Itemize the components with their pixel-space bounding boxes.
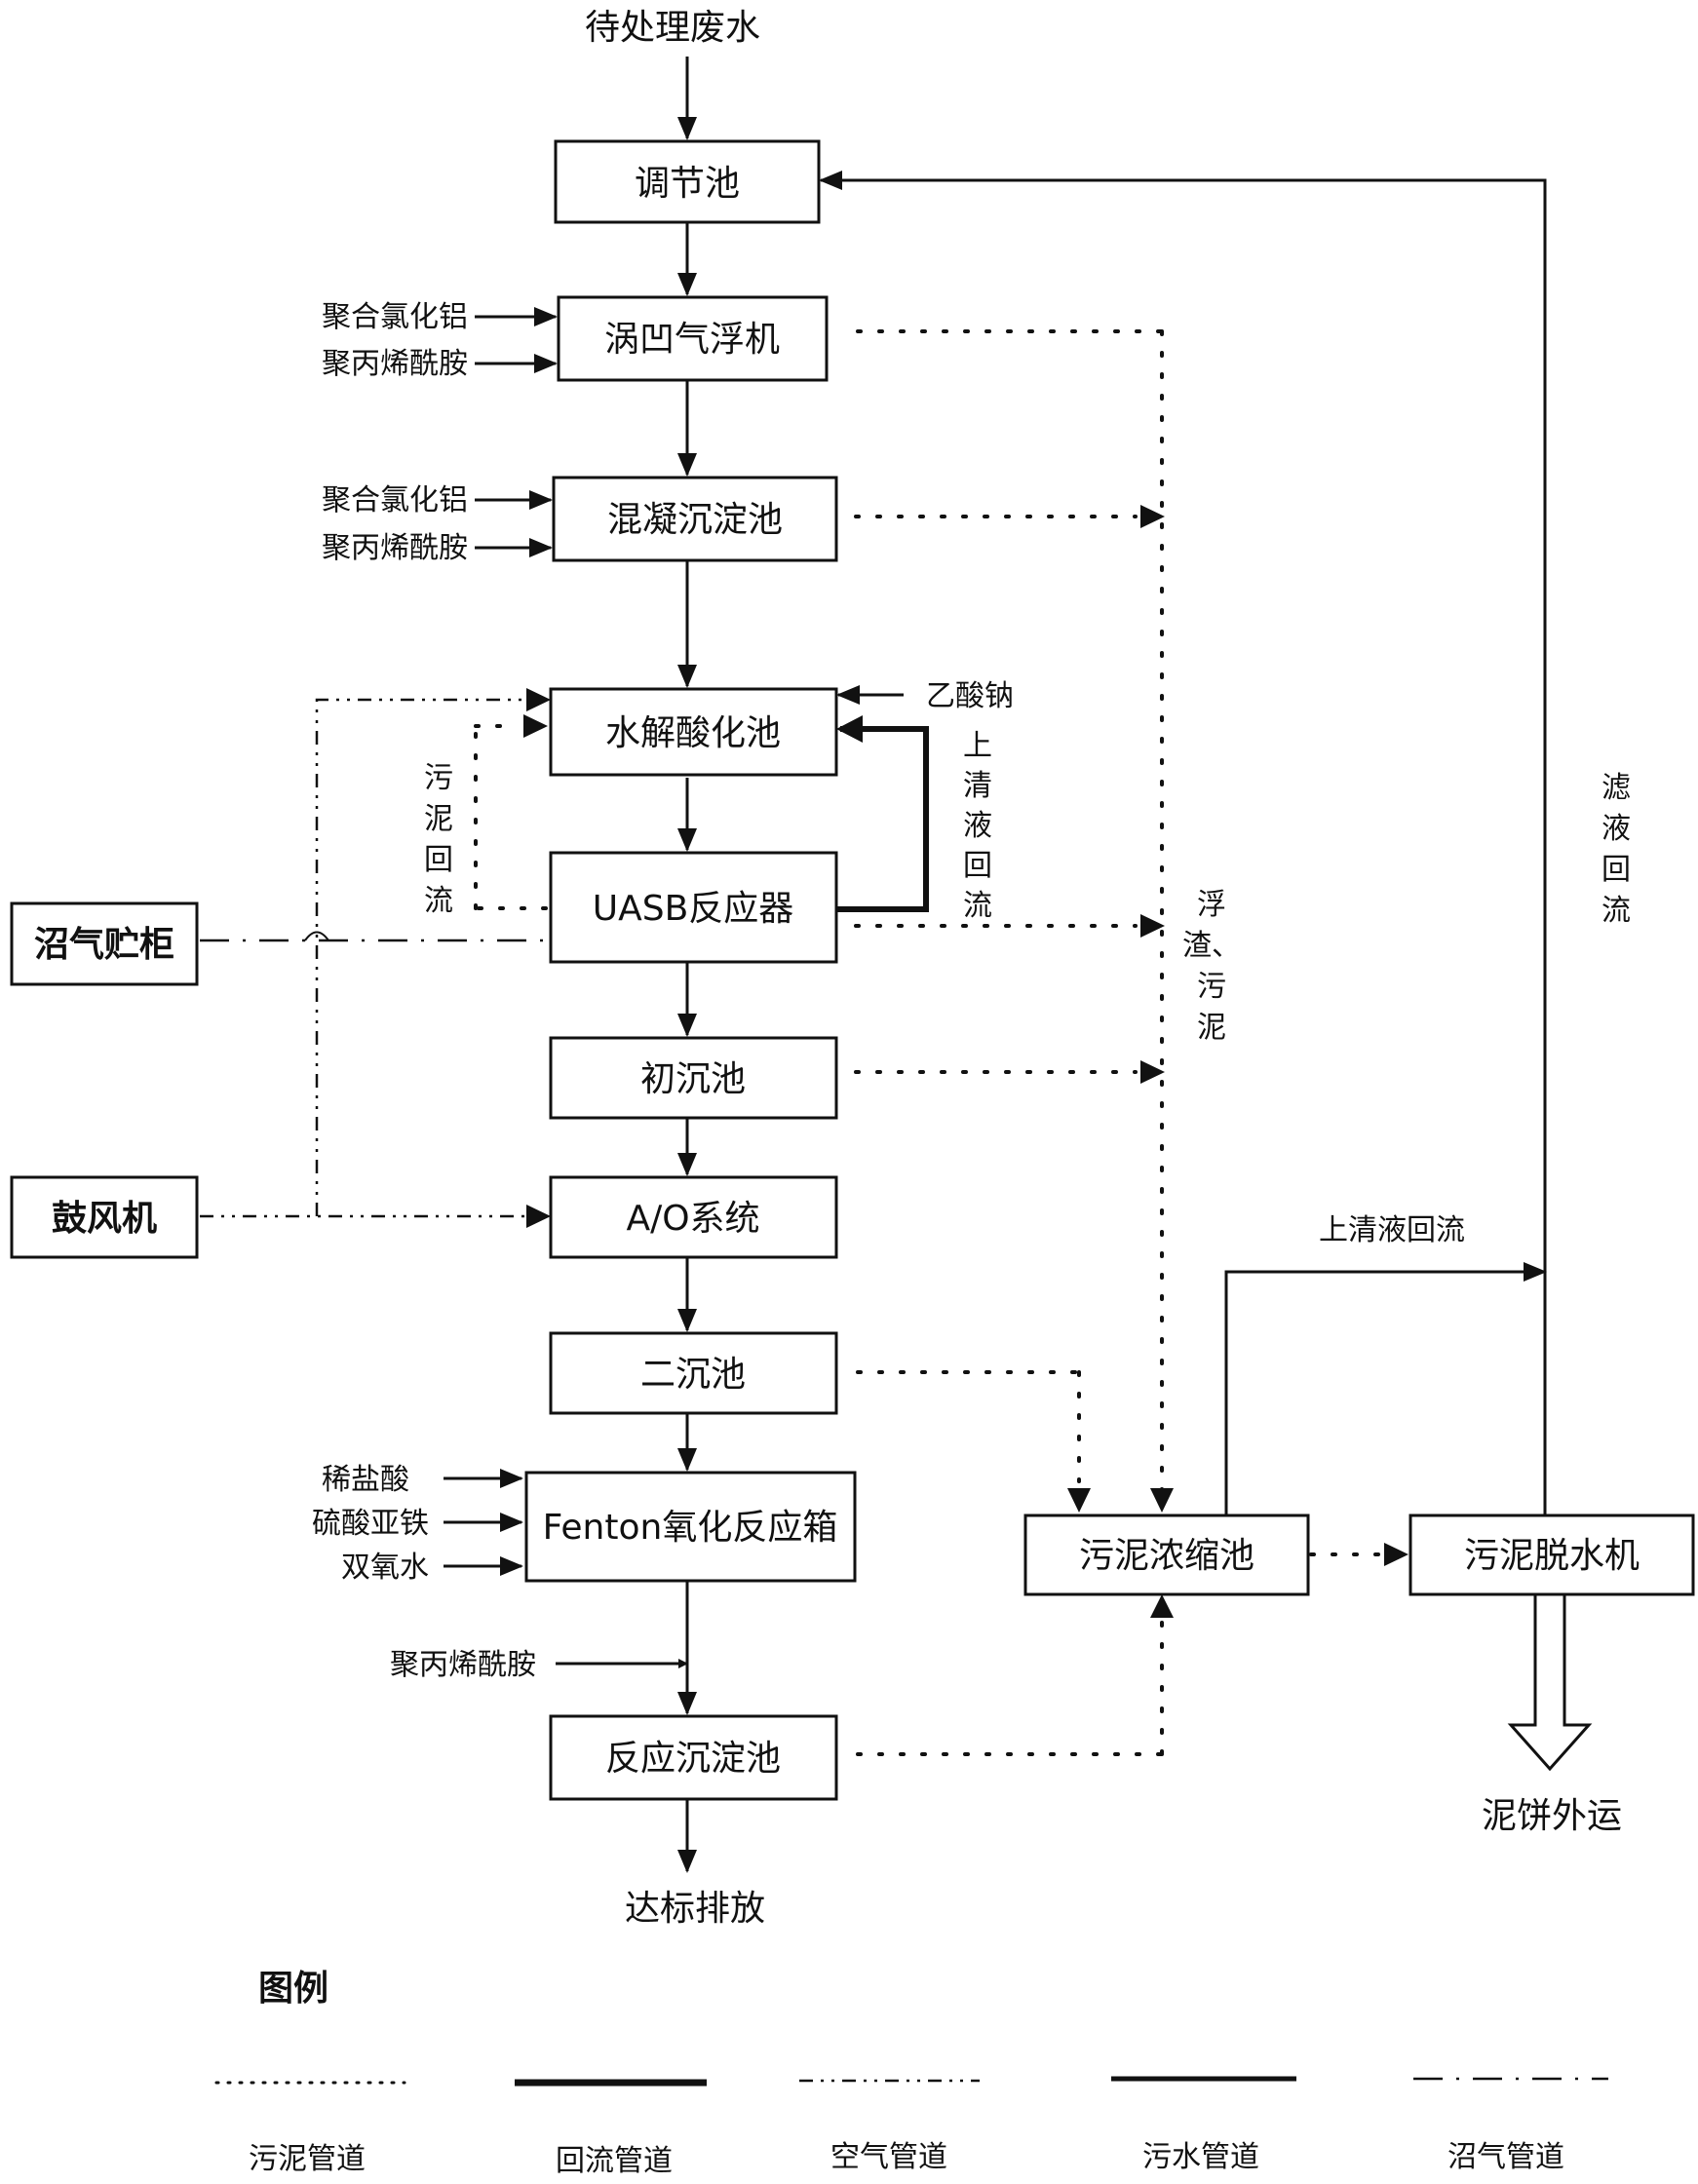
coag-sedimentation-box xyxy=(552,476,838,562)
svg-text:浮: 浮 xyxy=(1197,888,1226,922)
svg-text:污: 污 xyxy=(424,761,453,795)
legend-return-pipe-label: 回流管道 xyxy=(556,2144,673,2178)
pam-label-3: 聚丙烯酰胺 xyxy=(390,1648,536,1682)
svg-text:流: 流 xyxy=(1602,894,1631,928)
air-pipes xyxy=(200,698,526,1218)
svg-text:泥: 泥 xyxy=(424,802,453,836)
legend-air-pipe-label: 空气管道 xyxy=(830,2140,947,2174)
legend-sewage-pipe-label: 污水管道 xyxy=(1142,2140,1259,2174)
sludge-return-label: 污 泥 回 流 xyxy=(424,761,453,918)
equalization-tank-box xyxy=(554,139,821,224)
hydrolysis-tank-box xyxy=(549,687,838,777)
hcl-label: 稀盐酸 xyxy=(322,1463,409,1497)
hydrolysis-tank-label: 水解酸化池 xyxy=(605,713,781,753)
influent-label: 待处理废水 xyxy=(585,8,760,48)
sludge-cake-out-label: 泥饼外运 xyxy=(1482,1796,1622,1836)
supernatant-return-vertical-label: 上 清 液 回 流 xyxy=(963,729,992,923)
svg-text:流: 流 xyxy=(963,889,992,923)
thickener-supernatant-return-line xyxy=(1224,1262,1547,1517)
supernatant-return-line xyxy=(836,726,929,912)
sludge-thickener-label: 污泥浓缩池 xyxy=(1079,1536,1254,1576)
biogas-crossover-hop xyxy=(304,931,329,941)
sludge-dewatering-box xyxy=(1409,1513,1695,1596)
pam-label-2: 聚丙烯酰胺 xyxy=(322,531,468,565)
equalization-tank-label: 调节池 xyxy=(635,164,740,204)
primary-clarifier-box xyxy=(549,1036,838,1120)
pac-label-1: 聚合氯化铝 xyxy=(322,300,468,334)
reaction-sedimentation-label: 反应沉淀池 xyxy=(605,1739,781,1779)
ao-system-label: A/O系统 xyxy=(626,1199,759,1239)
supernatant-return-arrowhead xyxy=(836,715,863,743)
uasb-reactor-box xyxy=(549,851,838,964)
sludge-dewatering-label: 污泥脱水机 xyxy=(1464,1536,1640,1576)
fenton-reactor-label: Fenton氧化反应箱 xyxy=(543,1508,838,1548)
reaction-sedimentation-box xyxy=(549,1714,838,1801)
blower-label: 鼓风机 xyxy=(52,1199,157,1239)
primary-clarifier-label: 初沉池 xyxy=(640,1059,746,1099)
sodium-acetate-label: 乙酸钠 xyxy=(926,679,1014,713)
legend-biogas-pipe-label: 沼气管道 xyxy=(1447,2140,1564,2174)
legend-sludge-pipe-label: 污泥管道 xyxy=(249,2142,366,2176)
svg-text:回: 回 xyxy=(1602,853,1631,887)
svg-text:上: 上 xyxy=(963,729,992,763)
svg-text:污: 污 xyxy=(1197,970,1226,1004)
secondary-clarifier-box xyxy=(549,1331,838,1415)
fenton-reactor-box xyxy=(524,1471,857,1583)
legend: 图例 污泥管道 回流管道 空气管道 污水管道 沼气管道 xyxy=(214,1969,1608,2178)
svg-text:泥: 泥 xyxy=(1197,1011,1226,1045)
uasb-reactor-label: UASB反应器 xyxy=(593,889,794,929)
svg-text:回: 回 xyxy=(963,849,992,883)
dosing-arrows xyxy=(444,307,904,1668)
sludge-cake-hollow-arrow xyxy=(1507,1593,1593,1772)
svg-text:流: 流 xyxy=(424,884,453,918)
svg-text:滤: 滤 xyxy=(1602,771,1631,805)
filtrate-return-line xyxy=(819,171,1547,1517)
scum-sludge-label: 浮 渣、 污 泥 xyxy=(1182,888,1241,1045)
vortex-flotation-label: 涡凹气浮机 xyxy=(604,320,780,360)
filtrate-return-label: 滤 液 回 流 xyxy=(1602,771,1631,928)
secondary-clarifier-label: 二沉池 xyxy=(640,1355,746,1395)
vortex-flotation-box xyxy=(557,295,829,382)
pam-label-1: 聚丙烯酰胺 xyxy=(322,347,468,381)
h2o2-label: 双氧水 xyxy=(341,1551,429,1585)
svg-text:液: 液 xyxy=(963,809,992,843)
coag-sedimentation-label: 混凝沉淀池 xyxy=(607,500,783,540)
sludge-pipes xyxy=(474,329,1396,1756)
svg-text:渣、: 渣、 xyxy=(1182,929,1241,963)
sludge-arrowheads xyxy=(523,505,1409,1618)
blower-box xyxy=(10,1175,199,1259)
pac-label-2: 聚合氯化铝 xyxy=(322,483,468,517)
air-arrowheads xyxy=(526,688,551,1228)
ao-system-box xyxy=(549,1175,838,1259)
ferrous-sulfate-label: 硫酸亚铁 xyxy=(312,1507,429,1541)
thickener-supernatant-return-label: 上清液回流 xyxy=(1319,1213,1465,1247)
svg-text:清: 清 xyxy=(963,769,992,803)
legend-title: 图例 xyxy=(258,1969,328,2009)
svg-text:液: 液 xyxy=(1602,812,1631,846)
svg-text:回: 回 xyxy=(424,843,453,877)
biogas-holder-label: 沼气贮柜 xyxy=(34,925,174,965)
biogas-holder-box xyxy=(10,901,199,986)
sludge-thickener-box xyxy=(1023,1513,1310,1596)
discharge-label: 达标排放 xyxy=(625,1889,765,1929)
